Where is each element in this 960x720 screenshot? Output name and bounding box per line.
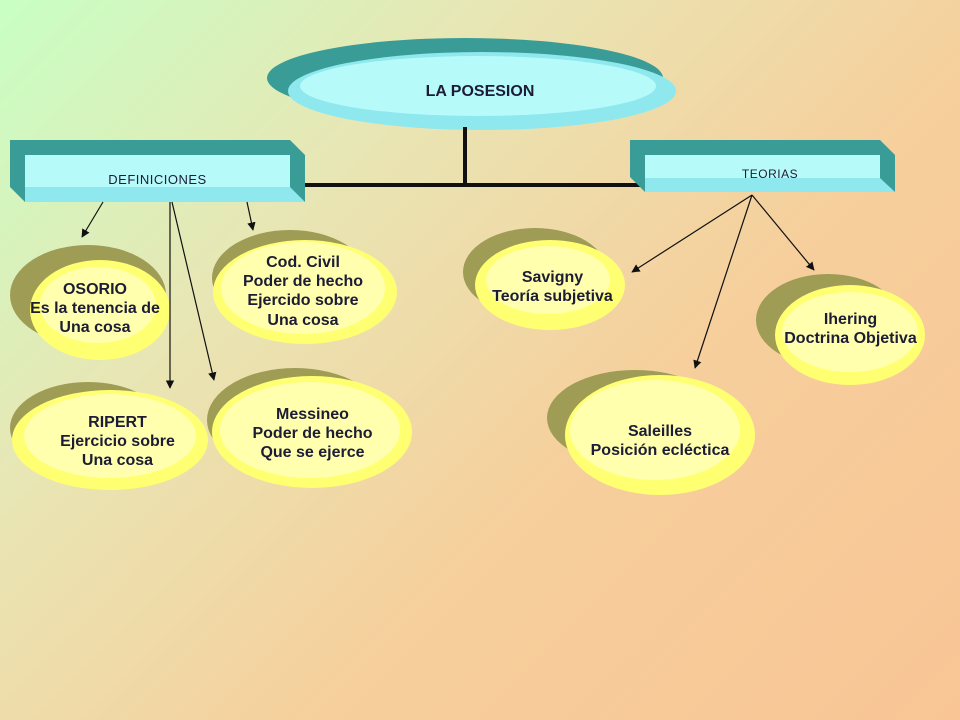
connector-lines xyxy=(300,127,640,187)
node-ihering: Ihering Doctrina Objetiva xyxy=(768,310,933,348)
title-label: LA POSESION xyxy=(380,82,580,101)
title-text: LA POSESION xyxy=(425,83,535,100)
arrow-to-messineo xyxy=(171,201,217,381)
node-osorio-shape xyxy=(10,245,170,360)
node-ripert: RIPERT Ejercicio sobre Una cosa xyxy=(30,413,205,471)
node-ihering-shape xyxy=(756,274,925,385)
node-messineo-line-3: Que se ejerce xyxy=(260,444,365,462)
node-osorio-line-3: Una cosa xyxy=(59,319,131,337)
node-saleilles-line-1: Saleilles xyxy=(627,423,693,440)
teorias-label: TEORIAS xyxy=(645,167,895,181)
node-ripert-line-3: Una cosa xyxy=(81,452,154,470)
node-osorio: OSORIO Es la tenencia de Una cosa xyxy=(10,280,180,338)
definiciones-label: DEFINICIONES xyxy=(25,172,290,187)
node-saleilles-line-2: Posición ecléctica xyxy=(590,442,730,460)
node-messineo-line-1: Messineo xyxy=(276,406,349,423)
node-savigny: Savigny Teoría subjetiva xyxy=(470,268,635,306)
arrow-to-ihering xyxy=(751,194,815,271)
arrow-to-osorio xyxy=(81,201,104,238)
node-ihering-line-2: Doctrina Objetiva xyxy=(784,330,917,348)
arrows xyxy=(81,194,815,389)
definiciones-box-shape xyxy=(10,140,305,202)
node-codcivil-line-1: Cod. Civil xyxy=(266,254,340,271)
node-ripert-line-2: Ejercicio sobre xyxy=(60,433,175,451)
node-savigny-line-2: Teoría subjetiva xyxy=(492,288,613,306)
node-messineo: Messineo Poder de hecho Que se ejerce xyxy=(225,405,400,463)
node-savigny-shape xyxy=(463,228,625,330)
node-saleilles-shape xyxy=(547,370,755,495)
node-messineo-line-2: Poder de hecho xyxy=(252,425,373,443)
title-node-shape xyxy=(267,38,676,130)
node-codcivil-shape xyxy=(212,230,397,344)
node-codcivil-line-4: Una cosa xyxy=(267,311,339,329)
arrow-to-saleilles xyxy=(693,194,753,369)
definiciones-text: DEFINICIONES xyxy=(108,172,207,187)
node-codcivil-line-2: Poder de hecho xyxy=(242,273,364,291)
node-codcivil-line-3: Ejercido sobre xyxy=(247,292,359,310)
arrow-to-savigny xyxy=(631,194,753,273)
node-codcivil: Cod. Civil Poder de hecho Ejercido sobre… xyxy=(218,253,388,330)
node-ripert-shape xyxy=(10,382,208,490)
teorias-box-shape xyxy=(630,140,895,192)
teorias-text: TEORIAS xyxy=(741,167,799,181)
node-ripert-line-1: RIPERT xyxy=(88,414,147,431)
node-ihering-line-1: Ihering xyxy=(823,311,878,328)
node-saleilles: Saleilles Posición ecléctica xyxy=(570,422,750,460)
arrow-to-codcivil xyxy=(246,201,256,231)
node-osorio-line-2: Es la tenencia de xyxy=(30,300,160,318)
node-messineo-shape xyxy=(207,368,412,488)
node-osorio-line-1: OSORIO xyxy=(62,281,127,298)
node-savigny-line-1: Savigny xyxy=(521,269,584,286)
